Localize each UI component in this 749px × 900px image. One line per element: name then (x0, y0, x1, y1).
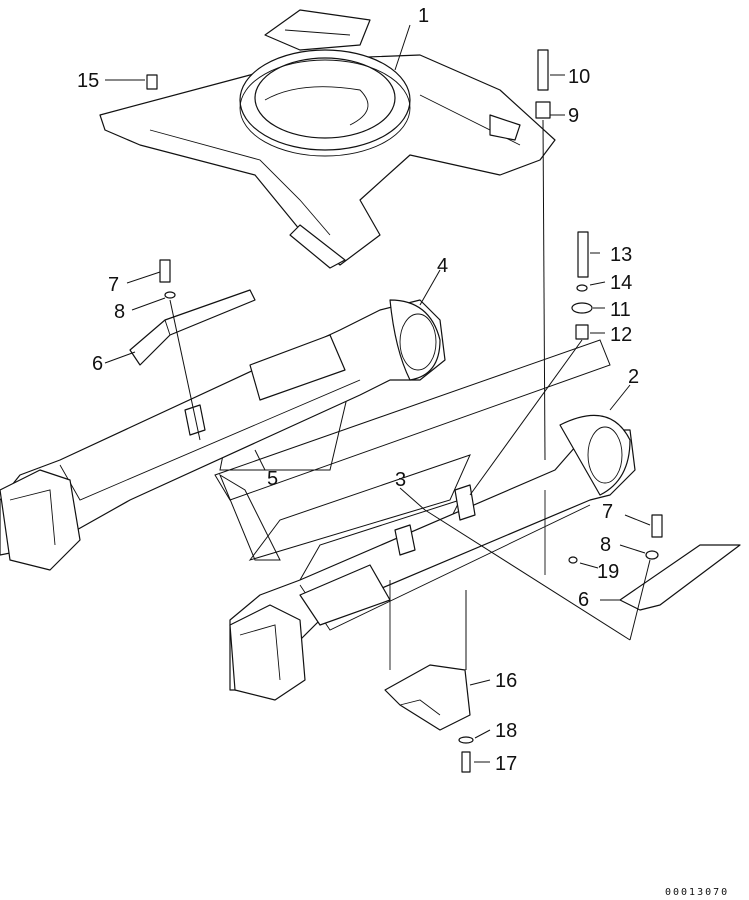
callout-4: 4 (437, 255, 448, 277)
callout-5: 5 (267, 468, 278, 490)
callout-3: 3 (395, 469, 406, 491)
callout-10: 10 (568, 66, 590, 88)
bracket-part (384, 664, 474, 773)
right-cover-plate-part (568, 514, 741, 611)
left-track-frame-part (0, 299, 446, 571)
right-track-frame-part (229, 414, 636, 701)
callout-1: 1 (418, 5, 429, 27)
callout-6-right: 6 (578, 589, 589, 611)
callout-11: 11 (610, 299, 631, 321)
left-cover-plate-part (129, 259, 256, 366)
callout-19: 19 (597, 561, 619, 583)
callout-6-left: 6 (92, 353, 103, 375)
callout-18: 18 (495, 720, 517, 742)
revolving-frame-part (99, 9, 556, 269)
drawing-code: 00013070 (665, 887, 729, 898)
callout-labels: 1 2 3 4 5 6 6 7 7 8 8 9 10 11 12 13 14 1… (77, 5, 639, 775)
callout-16: 16 (495, 670, 517, 692)
callout-17: 17 (495, 753, 517, 775)
callout-2: 2 (628, 366, 639, 388)
callout-13: 13 (610, 244, 632, 266)
callout-15: 15 (77, 70, 99, 92)
callout-7-left: 7 (108, 274, 119, 296)
hardware-parts (146, 49, 593, 340)
callout-7-right: 7 (602, 501, 613, 523)
callout-14: 14 (610, 272, 632, 294)
callout-8-right: 8 (600, 534, 611, 556)
callout-12: 12 (610, 324, 632, 346)
callout-9: 9 (568, 105, 579, 127)
leader-lines (104, 24, 651, 763)
callout-8-left: 8 (114, 301, 125, 323)
